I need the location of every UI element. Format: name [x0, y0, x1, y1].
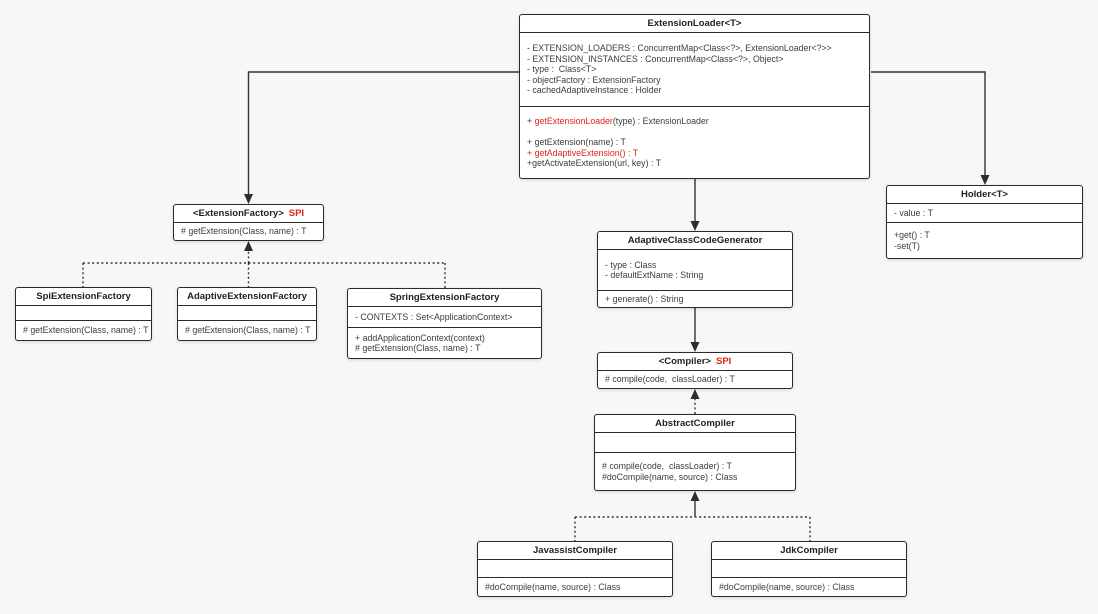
- class-javassist-compiler: JavassistCompiler #doCompile(name, source…: [477, 541, 673, 597]
- class-spi-extension-factory: SpiExtensionFactory # getExtension(Class,…: [15, 287, 152, 341]
- methods-compartment: #doCompile(name, source) : Class: [478, 578, 672, 596]
- methods-compartment: + generate() : String: [598, 291, 792, 307]
- class-title: JavassistCompiler: [478, 542, 672, 560]
- edge-compilers-abstractcompiler: [574, 491, 811, 541]
- class-adaptive-class-code-generator: AdaptiveClassCodeGenerator- type : Class…: [597, 231, 793, 308]
- attribute-line: - CONTEXTS : Set<ApplicationContext>: [355, 311, 513, 322]
- class-title: JdkCompiler: [712, 542, 906, 560]
- attributes-compartment: [16, 306, 151, 321]
- class-jdk-compiler: JdkCompiler #doCompile(name, source) : Cl…: [711, 541, 907, 597]
- class-adaptive-extension-factory: AdaptiveExtensionFactory # getExtension(C…: [177, 287, 317, 341]
- class-holder: Holder<T> - value : T +get() : T-set(T): [886, 185, 1083, 259]
- class-title: AdaptiveClassCodeGenerator: [598, 232, 792, 250]
- method-line: + getAdaptiveExtension() : T: [527, 147, 639, 158]
- spi-badge: SPI: [288, 208, 305, 219]
- method-line: # getExtension(Class, name) : T: [181, 226, 307, 237]
- class-spring-extension-factory: SpringExtensionFactory - CONTEXTS : Set<A…: [347, 288, 542, 359]
- method-line: # compile(code, classLoader) : T: [602, 461, 732, 471]
- method-line: [527, 127, 862, 138]
- attribute-line: - defaultExtName : String: [605, 270, 704, 280]
- attribute-line: - value : T: [894, 207, 933, 218]
- attributes-compartment: - value : T: [887, 204, 1082, 223]
- attributes-compartment: - EXTENSION_LOADERS : ConcurrentMap<Clas…: [520, 33, 869, 107]
- attributes-compartment: [178, 306, 316, 321]
- method-line: # getExtension(Class, name) : T: [23, 325, 149, 336]
- edge-factories-extensionfactory: [82, 241, 446, 288]
- class-extension-loader: ExtensionLoader<T> - EXTENSION_LOADERS : …: [519, 14, 870, 179]
- edge-abstractcompiler-compiler: [690, 389, 700, 414]
- methods-compartment: + getExtensionLoader(type) : ExtensionLo…: [520, 107, 869, 178]
- class-title: AbstractCompiler: [595, 415, 795, 433]
- attribute-line: - cachedAdaptiveInstance : Holder: [527, 85, 662, 96]
- method-line: + getExtensionLoader(type) : ExtensionLo…: [527, 116, 709, 127]
- attribute-line: - type : Class: [605, 259, 657, 270]
- attributes-compartment: [478, 560, 672, 578]
- edge-adaptiveclasscodegenerator-compiler: [690, 308, 700, 352]
- method-line: + generate() : String: [605, 293, 684, 304]
- method-line: #doCompile(name, source) : Class: [485, 581, 621, 592]
- edge-extensionloader-extensionfactory: [244, 71, 519, 204]
- methods-compartment: + addApplicationContext(context)# getExt…: [348, 328, 541, 358]
- method-line: +getActivateExtension(url, key) : T: [527, 158, 662, 169]
- methods-compartment: # getExtension(Class, name) : T: [178, 321, 316, 340]
- attributes-compartment: - CONTEXTS : Set<ApplicationContext>: [348, 307, 541, 328]
- class-title: <ExtensionFactory>SPI: [174, 205, 323, 223]
- method-line: # getExtension(Class, name) : T: [355, 343, 481, 353]
- class-abstract-compiler: AbstractCompiler # compile(code, classLoa…: [594, 414, 796, 491]
- edge-extensionloader-holder: [871, 71, 990, 185]
- attribute-line: - type : Class<T>: [527, 64, 597, 75]
- class-title: SpiExtensionFactory: [16, 288, 151, 306]
- class-compiler: <Compiler>SPI # compile(code, classLoader…: [597, 352, 793, 389]
- attributes-compartment: [712, 560, 906, 578]
- class-title: ExtensionLoader<T>: [520, 15, 869, 33]
- methods-compartment: +get() : T-set(T): [887, 223, 1082, 258]
- attribute-line: - EXTENSION_LOADERS : ConcurrentMap<Clas…: [527, 43, 832, 54]
- edge-extensionloader-adaptiveclasscodegenerator: [690, 179, 700, 231]
- attributes-compartment: [595, 433, 795, 453]
- class-title: AdaptiveExtensionFactory: [178, 288, 316, 306]
- attribute-line: - objectFactory : ExtensionFactory: [527, 74, 661, 85]
- class-title: Holder<T>: [887, 186, 1082, 204]
- method-line: + getExtension(name) : T: [527, 137, 626, 148]
- class-extension-factory: <ExtensionFactory>SPI # getExtension(Clas…: [173, 204, 324, 241]
- method-line: # compile(code, classLoader) : T: [605, 374, 735, 385]
- spi-badge: SPI: [715, 356, 732, 367]
- class-title: SpringExtensionFactory: [348, 289, 541, 307]
- attribute-line: - EXTENSION_INSTANCES : ConcurrentMap<Cl…: [527, 53, 784, 64]
- methods-compartment: #doCompile(name, source) : Class: [712, 578, 906, 596]
- methods-compartment: # getExtension(Class, name) : T: [174, 223, 323, 240]
- class-title: <Compiler>SPI: [598, 353, 792, 371]
- method-line: + addApplicationContext(context): [355, 332, 485, 343]
- method-line: #doCompile(name, source) : Class: [602, 471, 738, 482]
- attributes-compartment: - type : Class- defaultExtName : String: [598, 250, 792, 291]
- method-line: +get() : T: [894, 230, 930, 240]
- methods-compartment: # compile(code, classLoader) : T#doCompi…: [595, 453, 795, 490]
- methods-compartment: # getExtension(Class, name) : T: [16, 321, 151, 340]
- methods-compartment: # compile(code, classLoader) : T: [598, 371, 792, 388]
- method-line: #doCompile(name, source) : Class: [719, 581, 855, 592]
- method-line: -set(T): [894, 240, 920, 251]
- method-line: # getExtension(Class, name) : T: [185, 325, 311, 336]
